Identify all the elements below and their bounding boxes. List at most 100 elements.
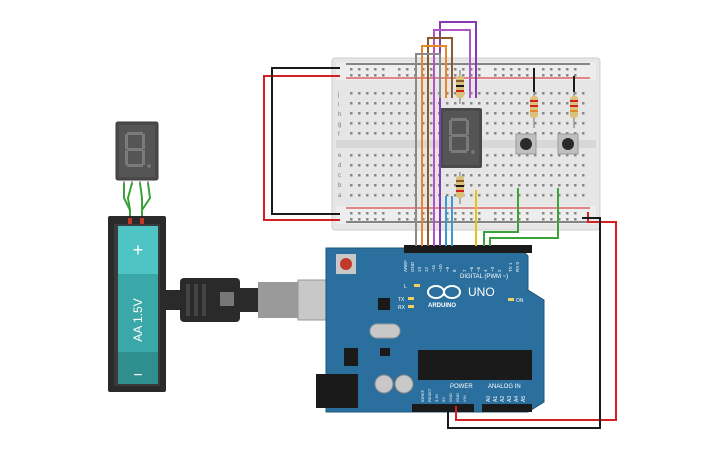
breadboard-hole bbox=[502, 132, 505, 135]
breadboard-hole bbox=[350, 184, 353, 187]
rail-hole bbox=[518, 68, 521, 71]
breadboard-hole bbox=[486, 122, 489, 125]
breadboard-hole bbox=[534, 92, 537, 95]
breadboard-hole bbox=[454, 174, 457, 177]
breadboard-hole bbox=[542, 174, 545, 177]
breadboard-hole bbox=[422, 164, 425, 167]
rail-hole bbox=[430, 68, 433, 71]
breadboard-hole bbox=[558, 174, 561, 177]
rail-hole bbox=[374, 68, 377, 71]
breadboard-hole bbox=[462, 174, 465, 177]
digital-pin-label: TX 1 bbox=[508, 262, 513, 272]
breadboard-hole bbox=[542, 132, 545, 135]
rail-hole bbox=[462, 218, 465, 221]
breadboard-hole bbox=[574, 154, 577, 157]
rail-hole bbox=[478, 212, 481, 215]
seven-segment-display-standalone[interactable] bbox=[115, 121, 159, 185]
breadboard-hole bbox=[518, 194, 521, 197]
breadboard-hole bbox=[494, 174, 497, 177]
rail-hole bbox=[382, 68, 385, 71]
wire-brown bbox=[427, 37, 453, 246]
breadboard-hole bbox=[422, 122, 425, 125]
seven-segment-display-breadboard[interactable] bbox=[440, 108, 482, 168]
resistor-button-1[interactable] bbox=[530, 92, 538, 128]
rail-hole bbox=[350, 218, 353, 221]
breadboard-hole bbox=[486, 92, 489, 95]
breadboard-hole bbox=[406, 132, 409, 135]
resistor-button-2[interactable] bbox=[570, 92, 578, 128]
battery-holder[interactable] bbox=[108, 216, 166, 392]
wire-purple-2 bbox=[433, 29, 471, 246]
breadboard-hole bbox=[510, 112, 513, 115]
breadboard-hole bbox=[582, 132, 585, 135]
breadboard-hole bbox=[406, 112, 409, 115]
breadboard-hole bbox=[390, 92, 393, 95]
rail-hole bbox=[366, 218, 369, 221]
breadboard-hole bbox=[366, 164, 369, 167]
rail-hole bbox=[494, 212, 497, 215]
breadboard-hole bbox=[510, 102, 513, 105]
rail-hole bbox=[510, 218, 513, 221]
breadboard-hole bbox=[446, 184, 449, 187]
breadboard-hole bbox=[518, 122, 521, 125]
rail-hole bbox=[454, 68, 457, 71]
breadboard-hole bbox=[526, 184, 529, 187]
breadboard-hole bbox=[358, 164, 361, 167]
breadboard-hole bbox=[542, 102, 545, 105]
rail-hole bbox=[510, 212, 513, 215]
rail-hole bbox=[470, 74, 473, 77]
breadboard-hole bbox=[510, 164, 513, 167]
breadboard-hole bbox=[350, 112, 353, 115]
breadboard-hole bbox=[566, 122, 569, 125]
breadboard-hole bbox=[470, 184, 473, 187]
rail-hole bbox=[518, 218, 521, 221]
rail-hole bbox=[382, 74, 385, 77]
breadboard-hole bbox=[366, 112, 369, 115]
breadboard-hole bbox=[382, 92, 385, 95]
breadboard-hole bbox=[382, 132, 385, 135]
rail-hole bbox=[446, 68, 449, 71]
push-button-2[interactable] bbox=[557, 133, 579, 155]
arduino-digital-pin-labels: AREF GND 13 12 ~11 ~10 ~9 8 7 ~6 ~5 4 ~3… bbox=[403, 260, 520, 272]
rail-hole bbox=[478, 218, 481, 221]
rail-hole bbox=[526, 218, 529, 221]
rail-hole bbox=[566, 68, 569, 71]
breadboard-hole bbox=[454, 194, 457, 197]
breadboard-hole bbox=[542, 112, 545, 115]
breadboard-hole bbox=[510, 132, 513, 135]
breadboard-hole bbox=[358, 174, 361, 177]
breadboard-hole bbox=[566, 132, 569, 135]
breadboard-hole bbox=[574, 174, 577, 177]
resistor-top[interactable] bbox=[456, 70, 464, 104]
resistor-bottom[interactable] bbox=[456, 172, 464, 204]
breadboard-hole bbox=[358, 184, 361, 187]
led-l-label: L bbox=[404, 284, 407, 290]
arduino-uno-board[interactable] bbox=[316, 245, 545, 413]
power-header-label: POWER bbox=[450, 384, 473, 390]
breadboard-hole bbox=[558, 154, 561, 157]
breadboard-hole bbox=[534, 194, 537, 197]
breadboard-hole bbox=[406, 174, 409, 177]
breadboard-hole bbox=[398, 112, 401, 115]
digital-pin-label: ~6 bbox=[469, 266, 474, 272]
wire-blue bbox=[445, 196, 453, 246]
breadboard-hole bbox=[518, 102, 521, 105]
breadboard-hole bbox=[550, 184, 553, 187]
rail-hole bbox=[446, 212, 449, 215]
rail-hole bbox=[358, 74, 361, 77]
breadboard-hole bbox=[518, 132, 521, 135]
rail-hole bbox=[478, 74, 481, 77]
rail-hole bbox=[366, 212, 369, 215]
rail-hole bbox=[494, 74, 497, 77]
row-letter: e bbox=[338, 153, 342, 159]
breadboard-hole bbox=[398, 102, 401, 105]
rail-hole bbox=[542, 68, 545, 71]
breadboard-hole bbox=[358, 102, 361, 105]
rail-hole bbox=[550, 74, 553, 77]
breadboard-hole bbox=[358, 154, 361, 157]
usb-cable[interactable] bbox=[164, 278, 329, 322]
breadboard-hole bbox=[502, 194, 505, 197]
breadboard-hole bbox=[494, 194, 497, 197]
push-button-1[interactable] bbox=[515, 133, 537, 155]
